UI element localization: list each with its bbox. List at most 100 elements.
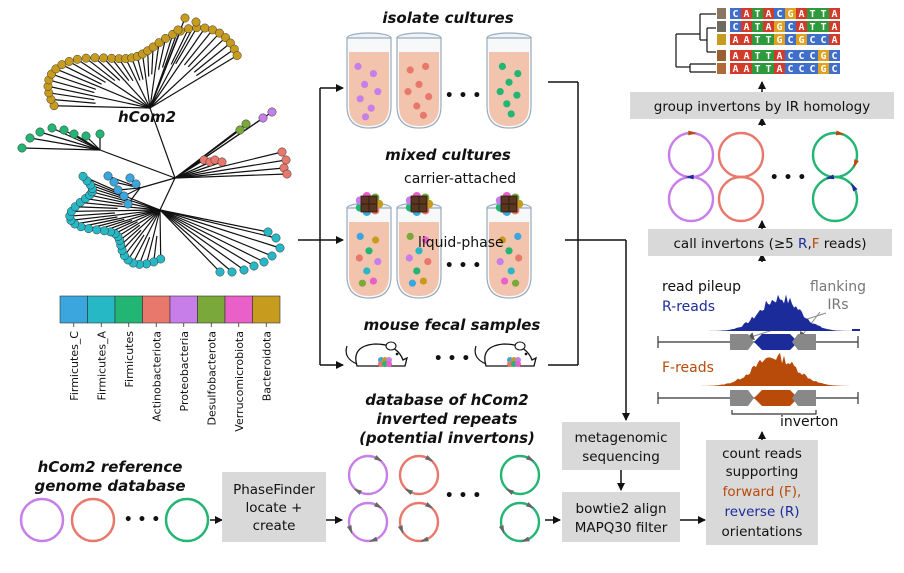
alignment-base: A (743, 64, 749, 75)
culture-cell (413, 102, 421, 110)
tree-tip (103, 171, 113, 181)
tree-branch (159, 177, 176, 211)
inverton-arrowhead (825, 174, 835, 180)
culture-cell (505, 247, 513, 255)
mouse-1 (345, 341, 408, 367)
tree-tip (78, 171, 88, 181)
alignment-base: A (743, 22, 749, 33)
tree-tip (227, 267, 237, 277)
tree-tip (95, 129, 105, 139)
tree-tip (267, 107, 277, 117)
tree-tip (109, 177, 119, 187)
alignment-base-cell (796, 50, 807, 61)
inverton-arrowhead (853, 159, 859, 169)
alignment-base-cell (752, 8, 763, 19)
legend-label: Bacteroidota (260, 331, 273, 401)
legend-swatch-firmicutes-a (87, 295, 116, 324)
alignment-base-cell (829, 8, 840, 19)
alignment-base: T (820, 22, 826, 33)
r-genome-track (657, 334, 859, 350)
phasefinder-line2: locate + (246, 500, 303, 516)
tree-branch (157, 38, 167, 70)
mixed-culture-tubes (346, 192, 532, 299)
alignment-base: C (787, 35, 793, 46)
tree-branch (187, 32, 220, 68)
tree-tip (215, 267, 225, 277)
isolate-culture-tubes (346, 32, 532, 129)
tree-tip (241, 119, 251, 129)
carrier-attached-label: carrier-attached (404, 171, 516, 187)
tree-branch (183, 29, 214, 66)
r-reads-pileup (700, 294, 852, 331)
alignment-base: T (809, 9, 815, 20)
tree-branch (174, 161, 223, 179)
flanking-label-line2: IRs (827, 297, 848, 313)
alignment-leaf-swatch (717, 8, 726, 19)
liquid-phase-label: liquid-phase (418, 235, 504, 251)
isolate-tube-1 (346, 32, 392, 129)
ir-circle-bottom-2 (397, 501, 440, 543)
inverton-arrowhead (353, 488, 363, 495)
legend-swatch-firmicutes-c (59, 295, 88, 324)
ir-db-line2: inverted repeats (376, 410, 517, 428)
tree-branch (48, 92, 95, 101)
alignment-base: A (831, 22, 837, 33)
inverton-arrowhead (525, 502, 535, 509)
call-invertons-box (648, 229, 892, 256)
culture-cell (354, 62, 362, 70)
tree-branch (121, 229, 142, 251)
ir-ellipsis: • • • (445, 488, 482, 504)
tree-branch (111, 57, 130, 82)
culture-cell (419, 277, 427, 285)
tree-branch (154, 42, 160, 73)
inverton-arrowhead (685, 174, 694, 180)
culture-cell (406, 232, 414, 240)
alignment-base: T (754, 51, 760, 62)
alignment-leaf-swatch (717, 21, 726, 32)
called-circle-2 (667, 174, 715, 223)
tree-tip (81, 131, 91, 141)
tube-medium (489, 222, 529, 296)
culture-cell (356, 232, 364, 240)
tree-branch (94, 57, 121, 81)
alignment-base-cell (796, 8, 807, 19)
ir-circle-bottom-3 (498, 501, 541, 543)
tree-branch (151, 46, 154, 75)
tree-branch (89, 194, 125, 204)
tree-branch (152, 209, 161, 238)
alignment-base-cell (829, 50, 840, 61)
isolate-tube-3 (486, 32, 532, 129)
tree-tip (200, 23, 210, 33)
genome-circle-purple (19, 497, 65, 543)
tree-branch (138, 236, 151, 265)
alignment-base-cell (818, 8, 829, 19)
alignment-base: C (809, 51, 815, 62)
mouse-icons (345, 341, 537, 367)
tree-branch (80, 201, 121, 207)
alignment-base-cell (763, 8, 774, 19)
tree-tip (107, 53, 117, 63)
group-invertons-box (630, 92, 894, 119)
culture-cell (501, 277, 509, 285)
tree-branch (136, 80, 151, 109)
tree-branch (91, 191, 127, 202)
inverton-arrowhead (424, 455, 434, 462)
tree-branch (123, 232, 143, 256)
tree-tip (232, 51, 242, 60)
culture-cell (507, 110, 515, 118)
culture-cell (496, 88, 504, 96)
f-reads-pileup (700, 352, 852, 386)
tree-tip (263, 227, 273, 237)
tree-branch (71, 210, 116, 213)
alignment-base: C (809, 64, 815, 75)
tree-branch (54, 105, 98, 108)
culture-cell (422, 62, 430, 70)
circle-ring (717, 175, 765, 223)
inverton-arrowhead (419, 536, 429, 542)
tree-branch (191, 37, 226, 70)
mixed-tube-2 (396, 192, 442, 299)
alignment-base-cell (818, 63, 829, 74)
mouse-eye (395, 352, 399, 356)
tree-branch (174, 159, 205, 179)
